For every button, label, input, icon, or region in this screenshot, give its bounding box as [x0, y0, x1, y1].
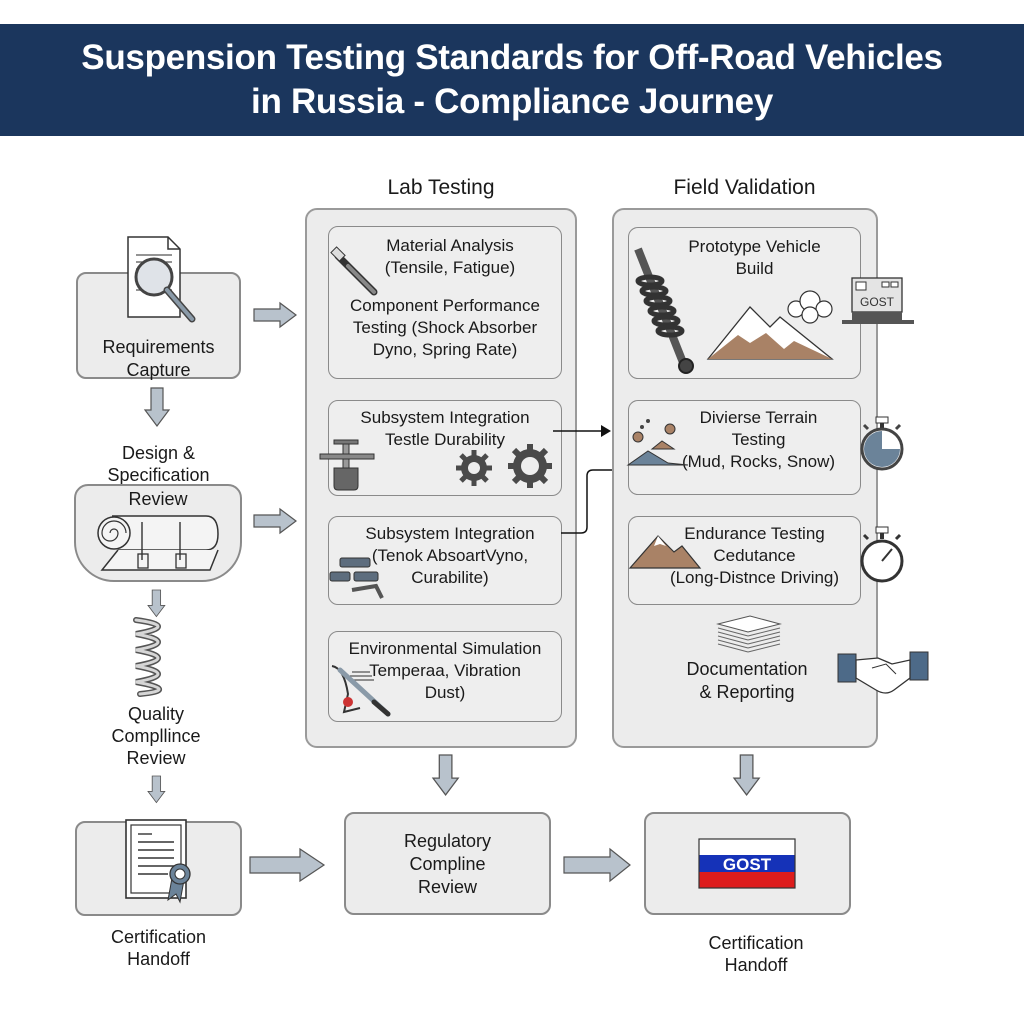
gost-russian-flag-icon: GOST [698, 838, 796, 889]
environmental-sim-icon [331, 665, 391, 717]
lab-item-environmental-text: Environmental Simulation Temperaa, Vibra… [348, 639, 542, 702]
mountains-icon [706, 306, 834, 360]
arrow-right-cert-to-regulatory [249, 847, 326, 883]
lab-item-material-component[interactable]: Material Analysis (Tensile, Fatigue) Com… [328, 226, 562, 379]
quality-compliance-label: Quality Compllince Review [111, 704, 201, 768]
arrow-down-lab-to-regulatory [432, 754, 459, 796]
coil-spring-icon [133, 617, 162, 697]
connector-integration-to-terrain [561, 469, 635, 534]
arrow-down-1 [144, 387, 170, 427]
shock-absorber-mountains-icon [634, 247, 834, 374]
regulatory-compliance-box[interactable]: Regulatory Compline Review [344, 812, 551, 915]
gost-test-station-icon: GOST [842, 277, 914, 324]
field-item-endurance-text: Endurance Testing Cedutance (Long-Distnc… [669, 524, 840, 587]
title-line-2: in Russia - Compliance Journey [251, 82, 773, 121]
gost-flag-text: GOST [723, 855, 772, 874]
certification-handoff-left-label: Certification Handoff [110, 927, 207, 969]
title-line-1: Suspension Testing Standards for Off-Roa… [81, 38, 943, 77]
lab-item-material-text: Material Analysis (Tensile, Fatigue) [384, 236, 516, 277]
handshake-icon [837, 651, 929, 694]
lab-testing-title: Lab Testing [387, 176, 495, 199]
stopwatch-icon [860, 416, 904, 471]
press-tool-icon [319, 439, 375, 491]
field-item-prototype-text: Prototype Vehicle Build [688, 237, 821, 278]
field-validation-title: Field Validation [673, 176, 816, 199]
mountain-icon [628, 535, 702, 569]
gears-icon [456, 444, 552, 488]
title-banner: Suspension Testing Standards for Off-Roa… [0, 24, 1024, 136]
shock-absorber-icon [634, 247, 694, 374]
blueprint-scroll-icon [97, 515, 219, 571]
connector-arrowhead [601, 425, 611, 437]
design-line-2: Specification [107, 465, 210, 485]
arrow-right-regulatory-to-cert [563, 847, 631, 883]
cloud-icon [787, 290, 833, 324]
arrow-right-req-to-lab [253, 302, 297, 328]
test-probe-icon [330, 246, 378, 296]
arrow-down-2 [147, 589, 166, 618]
lab-item-component-text: Component Performance Testing (Shock Abs… [350, 296, 540, 359]
design-spec-review-box[interactable]: Review [74, 484, 242, 582]
gost-sign-text: GOST [860, 295, 895, 309]
lab-item-environmental[interactable]: Environmental Simulation Temperaa, Vibra… [328, 631, 562, 722]
document-search-icon [127, 236, 196, 323]
arrow-right-design-to-lab [253, 508, 297, 534]
field-item-terrain-text: Divierse Terrain Testing (Mud, Rocks, Sn… [681, 408, 836, 471]
requirements-capture-label: Requirements Capture [102, 337, 215, 380]
lab-item-subsystem-durability-text: Subsystem Integration Testle Durability [360, 408, 530, 449]
documentation-reporting-label: Documentation & Reporting [686, 659, 808, 702]
timer-icon [860, 526, 904, 583]
lab-to-field-connectors [553, 425, 635, 534]
document-stack-icon [716, 615, 782, 653]
arrow-down-field-to-cert [733, 754, 760, 796]
lab-item-subsystem-integration-text: Subsystem Integration (Tenok AbsoartVyno… [365, 524, 535, 587]
components-icon [329, 557, 384, 599]
design-line-1: Design & [121, 443, 196, 463]
rocks-terrain-icon [626, 419, 689, 466]
regulatory-compliance-label: Regulatory Compline Review [403, 831, 492, 897]
certificate-icon [125, 819, 191, 904]
certification-handoff-right-label: Certification Handoff [708, 933, 804, 975]
design-line-3: Review [128, 489, 188, 509]
arrow-down-3 [147, 775, 166, 804]
